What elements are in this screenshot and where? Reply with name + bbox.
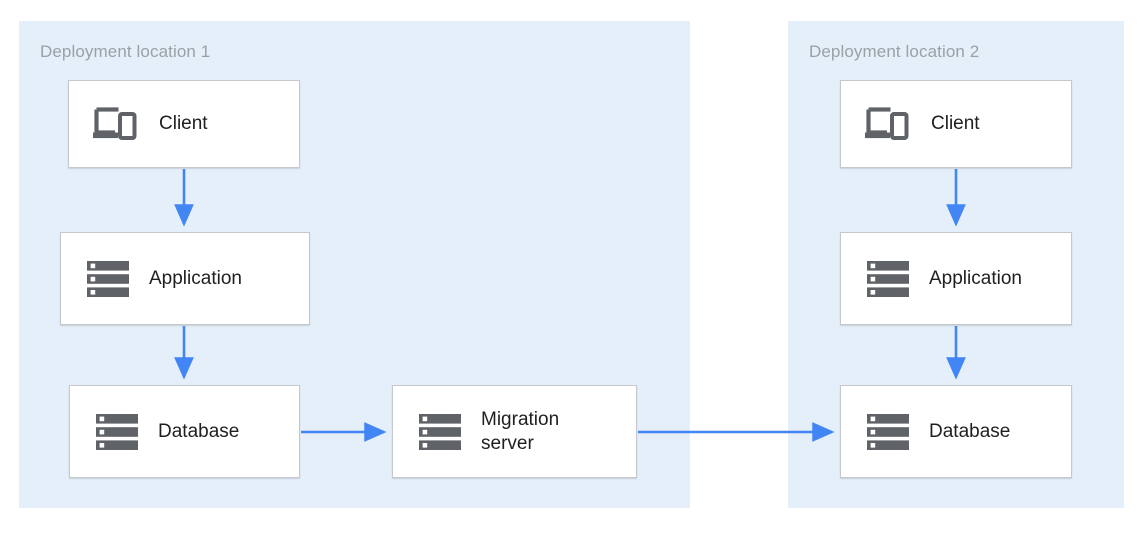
node-label-application-2: Application	[929, 267, 1022, 289]
server-icon	[863, 260, 913, 298]
server-icon	[415, 413, 465, 451]
node-client-1[interactable]: Client	[68, 80, 300, 168]
devices-icon	[87, 106, 143, 142]
devices-icon	[859, 106, 915, 142]
node-application-1[interactable]: Application	[60, 232, 310, 325]
node-label-client-1: Client	[159, 113, 208, 134]
node-label-database-1: Database	[158, 420, 240, 442]
zone-label-deployment-location-1: Deployment location 1	[40, 42, 211, 61]
node-application-2[interactable]: Application	[840, 232, 1072, 325]
node-database-1[interactable]: Database	[69, 385, 300, 478]
node-migration-server[interactable]: Migration server	[392, 385, 637, 478]
node-label-database-2: Database	[929, 420, 1011, 442]
server-icon	[863, 413, 913, 451]
server-icon	[92, 413, 142, 451]
server-icon	[83, 260, 133, 298]
node-client-2[interactable]: Client	[840, 80, 1072, 168]
zone-label-deployment-location-2: Deployment location 2	[809, 42, 980, 61]
node-database-2[interactable]: Database	[840, 385, 1072, 478]
node-label-application-1: Application	[149, 267, 242, 289]
node-label-client-2: Client	[931, 113, 980, 134]
node-label-migration-server: Migration server	[481, 408, 560, 454]
